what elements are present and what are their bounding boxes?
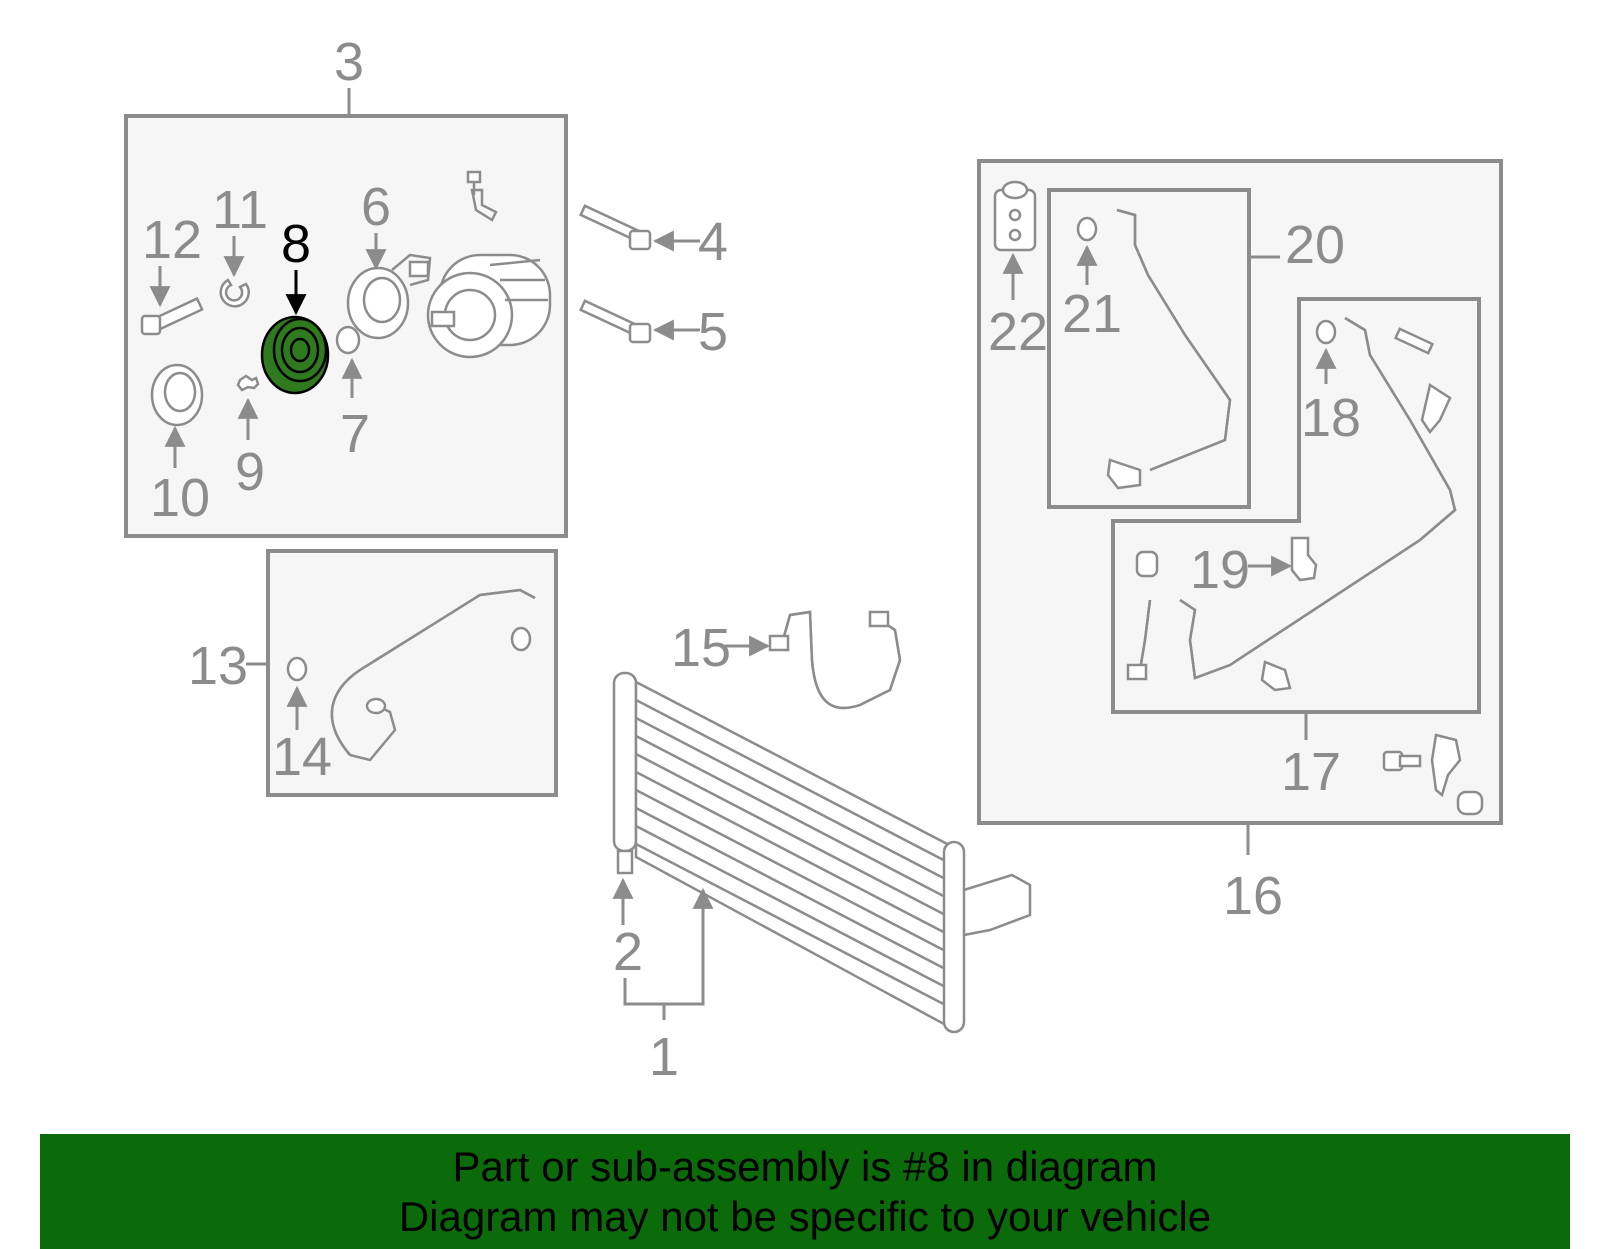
liquid-line-20-part[interactable] bbox=[1106, 208, 1232, 490]
snap-ring-11-part[interactable] bbox=[219, 278, 250, 308]
shim-7-part[interactable] bbox=[335, 325, 361, 355]
oring-18-part[interactable] bbox=[1315, 319, 1337, 345]
callout-19[interactable]: 19 bbox=[1190, 540, 1250, 600]
discharge-hose-15-part[interactable] bbox=[768, 610, 902, 710]
compressor-part[interactable] bbox=[426, 170, 552, 359]
plate-10-part[interactable] bbox=[150, 363, 204, 427]
parts-diagram: 3 12 11 8 6 7 bbox=[124, 32, 1503, 1087]
callout-22[interactable]: 22 bbox=[988, 302, 1048, 362]
callout-4[interactable]: 4 bbox=[698, 212, 728, 272]
callout-16[interactable]: 16 bbox=[1223, 866, 1283, 926]
liquid-line-box-20 bbox=[1047, 188, 1251, 509]
callout-15[interactable]: 15 bbox=[671, 618, 731, 678]
expansion-valve-22-part[interactable] bbox=[993, 180, 1037, 252]
info-banner: Part or sub-assembly is #8 in diagram Di… bbox=[40, 1134, 1570, 1249]
callout-3[interactable]: 3 bbox=[334, 32, 364, 92]
callout-13[interactable]: 13 bbox=[188, 636, 248, 696]
bolt-5-part[interactable] bbox=[579, 299, 652, 344]
callout-11[interactable]: 11 bbox=[212, 180, 268, 240]
clip-9-part[interactable] bbox=[236, 374, 260, 392]
callout-5[interactable]: 5 bbox=[698, 302, 728, 362]
callout-14[interactable]: 14 bbox=[272, 727, 332, 787]
bolt-12-part[interactable] bbox=[140, 296, 204, 336]
valve-core-19-part[interactable] bbox=[1290, 536, 1318, 582]
callout-21[interactable]: 21 bbox=[1062, 284, 1122, 344]
oring-21-part[interactable] bbox=[1076, 216, 1098, 242]
callout-10[interactable]: 10 bbox=[150, 468, 210, 528]
banner-line-2: Diagram may not be specific to your vehi… bbox=[398, 1193, 1212, 1240]
callout-2[interactable]: 2 bbox=[613, 922, 643, 982]
pulley-8-part[interactable] bbox=[260, 315, 330, 395]
line-box-17 bbox=[1111, 297, 1481, 714]
callout-1[interactable]: 1 bbox=[649, 1027, 679, 1087]
oring-14-part[interactable] bbox=[286, 656, 308, 682]
callout-20[interactable]: 20 bbox=[1285, 215, 1345, 275]
callout-7[interactable]: 7 bbox=[340, 404, 370, 464]
callout-17[interactable]: 17 bbox=[1281, 742, 1341, 802]
callout-8[interactable]: 8 bbox=[281, 214, 311, 274]
callout-6[interactable]: 6 bbox=[361, 177, 391, 237]
bolt-4-part[interactable] bbox=[579, 204, 652, 251]
line-17-part[interactable] bbox=[1126, 316, 1457, 692]
callout-18[interactable]: 18 bbox=[1301, 388, 1361, 448]
field-coil-6-part[interactable] bbox=[346, 253, 432, 340]
callout-12[interactable]: 12 bbox=[142, 210, 202, 270]
banner-line-1: Part or sub-assembly is #8 in diagram bbox=[452, 1143, 1158, 1190]
suction-hose-13-part[interactable] bbox=[330, 588, 536, 762]
callout-9[interactable]: 9 bbox=[235, 442, 265, 502]
bracket-hardware-part[interactable] bbox=[1382, 733, 1484, 816]
condenser-1-part[interactable] bbox=[612, 671, 1032, 1034]
